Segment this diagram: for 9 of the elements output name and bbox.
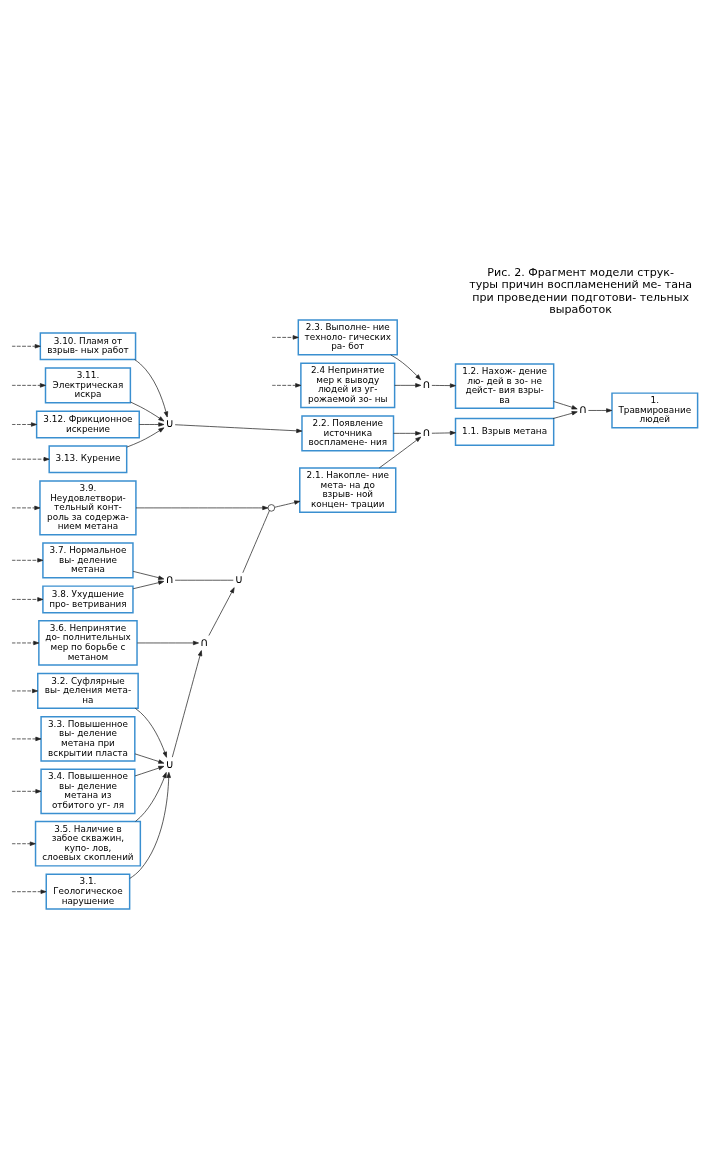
node-text: ∩ bbox=[199, 634, 209, 649]
node-text: ∪ bbox=[165, 756, 174, 771]
node-text: ∪ bbox=[234, 572, 244, 587]
caption: Рис. 2. Фрагмент модели струк- туры причин воспламенений ме- тана при проведении подготови- тельных выработок bbox=[469, 265, 693, 317]
node-text: ∪ bbox=[165, 416, 174, 431]
node-text: ∩ bbox=[165, 572, 174, 587]
node-text: ∩ bbox=[422, 377, 431, 392]
node-text: ∩ bbox=[422, 425, 431, 440]
node-text: ∩ bbox=[578, 402, 588, 417]
